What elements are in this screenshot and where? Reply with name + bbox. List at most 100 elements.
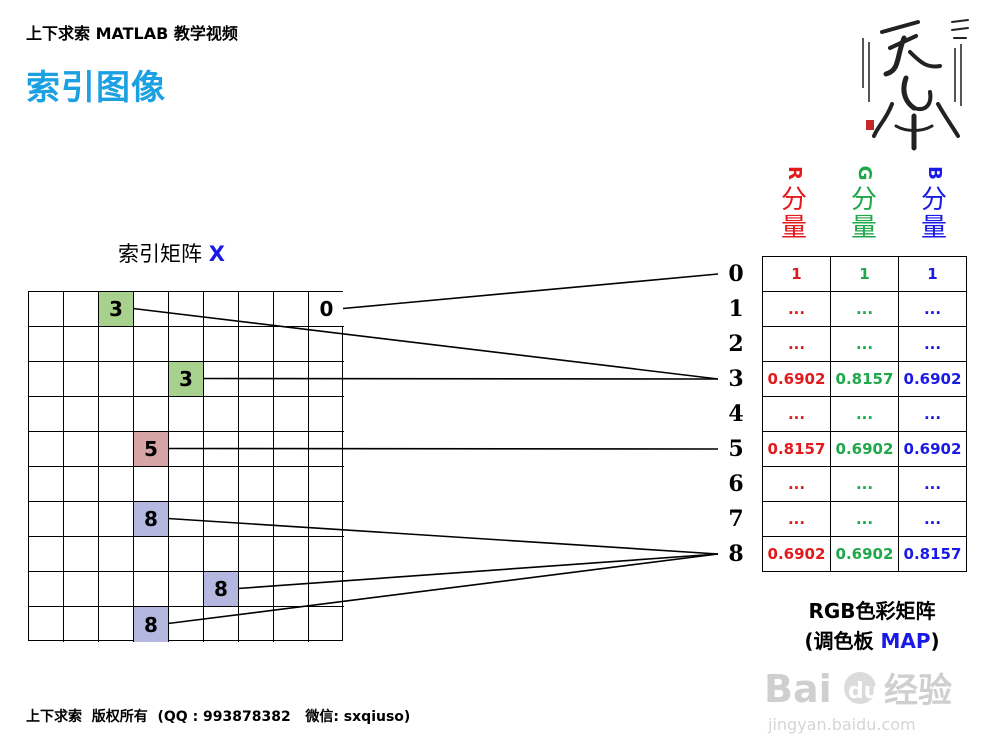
index-cell xyxy=(239,292,274,327)
index-cell xyxy=(29,432,64,467)
index-cell xyxy=(64,467,99,502)
index-cell xyxy=(169,572,204,607)
colormap-cell: 0.6902 xyxy=(762,361,831,397)
colormap-cell: 1 xyxy=(830,256,899,292)
caption-suffix: ) xyxy=(930,629,940,653)
index-cell xyxy=(134,362,169,397)
index-cell xyxy=(239,467,274,502)
course-title: 上下求索 MATLAB 教学视频 xyxy=(26,24,238,43)
watermark-brand-cn: 经验 xyxy=(884,671,952,711)
index-cell-value: 3 xyxy=(169,362,204,397)
index-cell xyxy=(99,537,134,572)
index-cell xyxy=(239,537,274,572)
caption-prefix: (调色板 xyxy=(804,629,881,653)
index-cell xyxy=(309,327,344,362)
colormap-row-index: 0 xyxy=(728,261,744,287)
index-cell xyxy=(29,362,64,397)
connector-line xyxy=(167,553,719,625)
colormap-cell: ... xyxy=(762,466,831,502)
component-header-r: R 分量 xyxy=(774,164,814,242)
index-cell xyxy=(29,607,64,642)
colormap-row: ......... xyxy=(762,291,967,327)
index-cell xyxy=(134,327,169,362)
connector-line xyxy=(167,517,719,555)
index-cell xyxy=(309,572,344,607)
index-cell-value: 8 xyxy=(204,572,239,607)
colormap-row-index: 8 xyxy=(728,541,744,567)
index-cell xyxy=(274,397,309,432)
index-cell xyxy=(309,432,344,467)
index-cell xyxy=(274,537,309,572)
colormap-cell: 1 xyxy=(898,256,967,292)
colormap-cell: 0.8157 xyxy=(762,431,831,467)
index-cell xyxy=(29,292,64,327)
index-cell xyxy=(99,432,134,467)
connector-line xyxy=(167,447,719,450)
index-cell xyxy=(99,327,134,362)
index-cell xyxy=(29,327,64,362)
index-cell xyxy=(274,467,309,502)
index-cell xyxy=(64,502,99,537)
index-cell xyxy=(274,572,309,607)
index-cell xyxy=(64,607,99,642)
index-cell xyxy=(64,362,99,397)
colormap-row-index: 7 xyxy=(728,506,744,532)
index-matrix-label: 索引矩阵 X xyxy=(118,238,225,268)
colormap-cell: 1 xyxy=(762,256,831,292)
index-cell xyxy=(204,397,239,432)
connector-line xyxy=(132,307,719,380)
index-cell xyxy=(309,502,344,537)
index-cell xyxy=(309,467,344,502)
copyright-footer: 上下求索 版权所有 (QQ : 993878382 微信: sxqiuso) xyxy=(26,709,411,725)
colormap-row: ......... xyxy=(762,466,967,502)
index-cell-value: 8 xyxy=(134,607,169,642)
index-cell xyxy=(134,292,169,327)
colormap-cell: 0.6902 xyxy=(762,536,831,572)
index-cell xyxy=(239,607,274,642)
index-cell xyxy=(64,397,99,432)
colormap-row-index: 5 xyxy=(728,436,744,462)
colormap-row-index: 3 xyxy=(728,366,744,392)
baidu-jingyan-watermark-icon: Bai du 经验 jingyan.baidu.com xyxy=(764,667,952,734)
index-cell xyxy=(309,397,344,432)
index-cell xyxy=(204,432,239,467)
index-cell xyxy=(204,362,239,397)
colormap-cell: ... xyxy=(762,291,831,327)
index-cell xyxy=(239,502,274,537)
index-cell-value: 5 xyxy=(134,432,169,467)
index-cell xyxy=(169,537,204,572)
index-cell xyxy=(274,362,309,397)
index-cell xyxy=(99,362,134,397)
colormap-cell: ... xyxy=(830,396,899,432)
colormap-row-index: 6 xyxy=(728,471,744,497)
index-matrix-label-text: 索引矩阵 xyxy=(118,242,202,266)
index-cell xyxy=(99,572,134,607)
colormap-cell: ... xyxy=(898,501,967,537)
component-header-g: G 分量 xyxy=(844,164,884,242)
colormap-cell: ... xyxy=(830,466,899,502)
watermark-url: jingyan.baidu.com xyxy=(767,715,916,734)
index-cell xyxy=(204,467,239,502)
index-cell xyxy=(64,432,99,467)
colormap-cell: 0.8157 xyxy=(898,536,967,572)
colormap-row-index: 2 xyxy=(728,331,744,357)
colormap-caption: RGB色彩矩阵 (调色板 MAP) xyxy=(772,596,972,656)
index-cell xyxy=(274,327,309,362)
index-matrix-var: X xyxy=(208,242,225,266)
index-cell xyxy=(274,502,309,537)
index-cell xyxy=(169,327,204,362)
index-cell xyxy=(274,292,309,327)
index-cell xyxy=(99,467,134,502)
calligraphy-seal-logo-icon xyxy=(862,19,969,151)
colormap-row-index: 1 xyxy=(728,296,744,322)
index-cell xyxy=(99,607,134,642)
index-cell xyxy=(29,467,64,502)
component-header-b: B 分量 xyxy=(914,164,954,242)
index-cell xyxy=(29,572,64,607)
